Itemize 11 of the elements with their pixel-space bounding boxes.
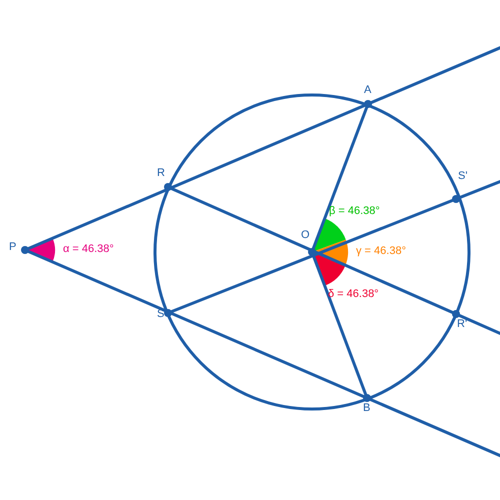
angle-label: δ = 46.38° (328, 288, 379, 300)
point-label: A (364, 84, 372, 96)
angle-label: β = 46.38° (329, 205, 380, 217)
point-label: B (363, 402, 370, 414)
point-label: O (301, 229, 310, 241)
angle-label: γ = 46.38° (356, 245, 406, 257)
angle-label: α = 46.38° (63, 243, 114, 255)
point-label: R' (457, 318, 468, 330)
point-label: R (157, 167, 165, 179)
point-label: P (9, 241, 16, 253)
point-label: S' (458, 170, 468, 182)
